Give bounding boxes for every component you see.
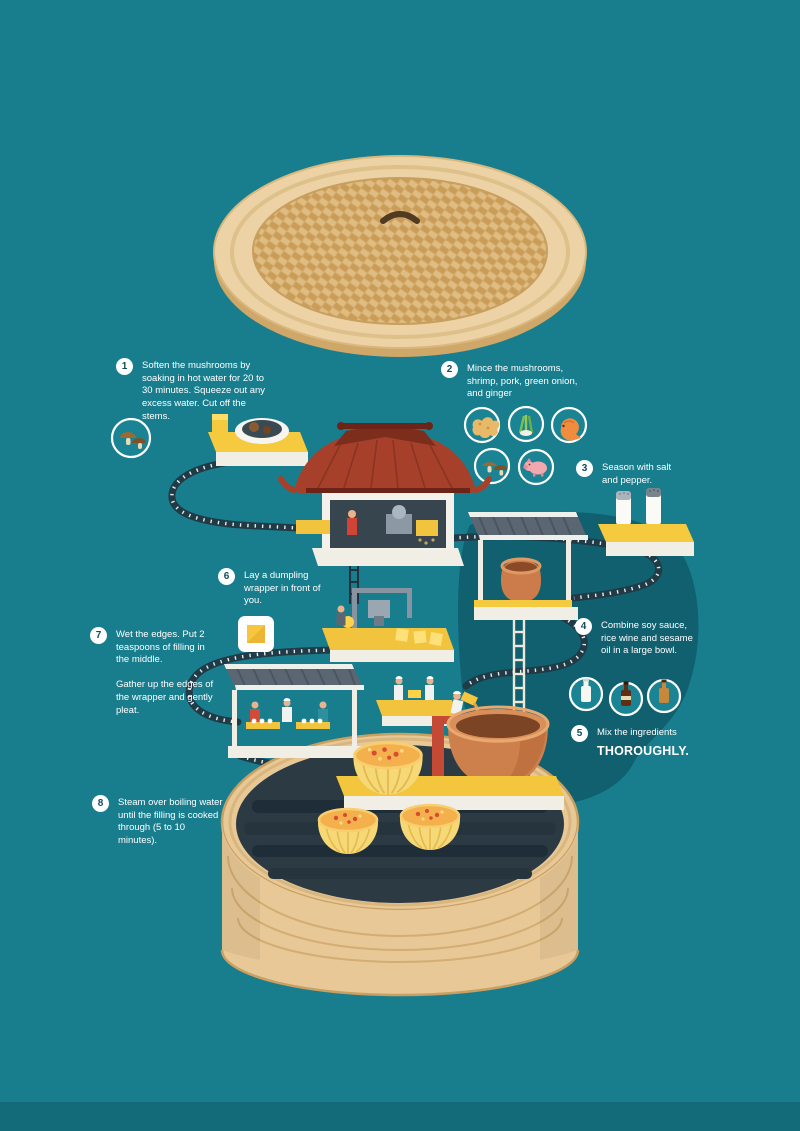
step-5-number: 5	[571, 725, 588, 742]
work-table	[296, 722, 330, 729]
step-7: 7 Wet the edges. Put 2 teaspoons of fill…	[90, 627, 214, 717]
cook-figure	[347, 510, 357, 535]
step-8-text: Steam over boiling water until the filli…	[118, 797, 223, 847]
steam-slat	[252, 845, 548, 857]
steam-slat	[268, 868, 532, 879]
salt-shaker-icon	[616, 491, 631, 525]
dumpling-wrapper-icon	[238, 616, 274, 652]
step-4-number: 4	[575, 618, 592, 635]
ingredients-icons	[463, 405, 588, 486]
pot-shed	[468, 512, 588, 748]
wrapper-sheet	[413, 630, 427, 644]
wrapper-sheet	[395, 628, 409, 642]
step-2-number: 2	[441, 361, 458, 378]
step-6-number: 6	[218, 568, 235, 585]
lid-handle	[380, 211, 420, 224]
pleating-worker-white	[282, 698, 292, 722]
steamer-basket-wall	[220, 822, 580, 997]
operator-figure	[336, 605, 346, 626]
steam-slat	[244, 822, 556, 835]
pepper-shaker-icon	[646, 488, 661, 525]
step-3: 3 Season with salt and pepper.	[576, 460, 686, 487]
grinder-machine	[386, 514, 412, 534]
liquids-icons	[568, 676, 682, 717]
step-1-number: 1	[116, 358, 133, 375]
lid-weave	[252, 177, 548, 325]
siu-mai-dumpling	[399, 803, 461, 850]
soaked-mushroom	[263, 426, 271, 434]
step-3-text: Season with salt and pepper.	[602, 462, 672, 486]
step-7-text-part2: Gather up the edges of the wrapper and g…	[116, 679, 214, 716]
handoff-worker	[425, 676, 434, 700]
ginger-icon	[463, 406, 501, 444]
pleating-shed	[224, 664, 364, 758]
mushroom-icon	[473, 447, 511, 485]
soaked-mushroom	[249, 422, 259, 432]
step-2-text: Mince the mushrooms, shrimp, pork, green…	[467, 363, 578, 400]
soy-sauce-bottle-icon	[568, 676, 604, 712]
step-5-text: Mix the ingredients THOROUGHLY.	[597, 727, 689, 759]
step-8: 8 Steam over boiling water until the fil…	[92, 795, 226, 848]
table-edge	[0, 1102, 800, 1131]
wrapper-station	[322, 588, 454, 662]
pleating-worker-red	[250, 701, 260, 723]
step-6-text: Lay a dumpling wrapper in front of you.	[244, 570, 321, 607]
shrimp-icon	[550, 406, 588, 444]
siu-mai-dumpling	[353, 741, 423, 795]
step-5: 5 Mix the ingredients THOROUGHLY.	[571, 725, 717, 759]
wrapper-sheet	[429, 632, 443, 646]
soaking-station	[208, 414, 308, 466]
step-4-text: Combine soy sauce, rice wine and sesame …	[601, 620, 693, 657]
step-7-number: 7	[90, 627, 107, 644]
press-machine	[368, 600, 390, 618]
step-7-text: Wet the edges. Put 2 teaspoons of fillin…	[116, 629, 214, 717]
step-7-text-part1: Wet the edges. Put 2 teaspoons of fillin…	[116, 629, 205, 666]
step-1: 1 Soften the mushrooms by soaking in hot…	[116, 358, 274, 424]
pleating-worker-teal	[318, 701, 328, 723]
work-table	[246, 722, 280, 729]
seasoning-station	[598, 488, 694, 556]
kitchen-house	[278, 422, 492, 604]
step-4: 4 Combine soy sauce, rice wine and sesam…	[575, 618, 697, 658]
pork-icon	[517, 448, 555, 486]
step-5-text-main: Mix the ingredients	[597, 727, 677, 738]
step-6: 6 Lay a dumpling wrapper in front of you…	[218, 568, 332, 608]
rice-wine-bottle-icon	[608, 681, 644, 717]
handoff-worker	[394, 676, 403, 700]
siu-mai-dumpling	[317, 807, 379, 854]
step-2: 2 Mince the mushrooms, shrimp, pork, gre…	[441, 361, 584, 401]
steamer-lid	[213, 155, 587, 357]
pagoda-roof	[278, 422, 492, 494]
mixing-bowl	[446, 705, 550, 786]
step-1-text: Soften the mushrooms by soaking in hot w…	[142, 360, 266, 422]
clay-pot	[500, 557, 542, 602]
mushrooms-icon	[110, 417, 152, 459]
track-wrapper-to-pleating	[185, 646, 336, 726]
step-8-number: 8	[92, 795, 109, 812]
step-3-number: 3	[576, 460, 593, 477]
track-soak-to-kitchen	[168, 456, 322, 533]
mixing-station	[432, 691, 550, 786]
sesame-oil-bottle-icon	[646, 678, 682, 714]
green-onion-icon	[507, 405, 545, 443]
step-5-emphasis: THOROUGHLY.	[597, 743, 690, 758]
